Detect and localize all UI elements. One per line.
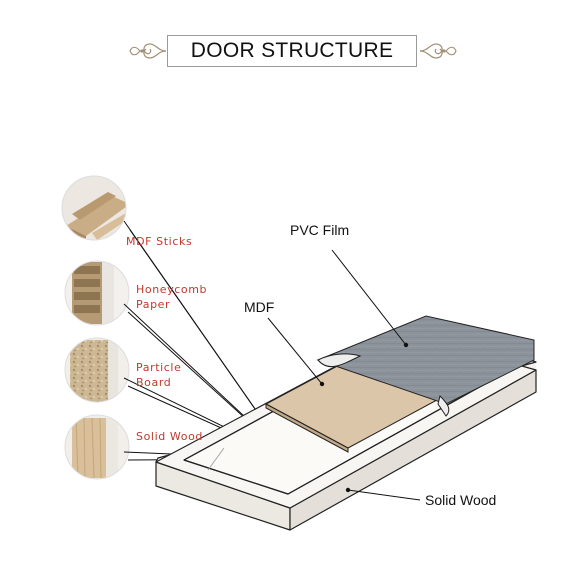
callout-lines	[267, 249, 421, 501]
page-title: DOOR STRUCTURE	[190, 39, 394, 62]
title-ornament-left	[129, 43, 167, 59]
label-particle-line2: Board	[136, 376, 172, 389]
title-frame: DOOR STRUCTURE	[167, 35, 417, 67]
label-mdf-sticks: MDF Sticks	[126, 235, 193, 248]
label-honeycomb-line1: Honeycomb	[136, 283, 208, 296]
label-solid-wood: Solid Wood	[425, 492, 497, 508]
title-ornament-right	[419, 43, 457, 59]
label-particle-line1: Particle	[136, 361, 182, 374]
mdf-sticks-sample	[62, 176, 126, 240]
label-pvc-film: PVC Film	[290, 222, 350, 238]
label-honeycomb-line2: Paper	[136, 298, 171, 311]
solid-wood-sample	[65, 415, 129, 479]
particle-board-sample	[65, 338, 129, 402]
honeycomb-paper-sample	[65, 261, 129, 325]
label-solid-wood-small: Solid Wood	[136, 430, 203, 443]
pvc-film	[316, 315, 535, 417]
label-mdf: MDF	[244, 299, 275, 315]
